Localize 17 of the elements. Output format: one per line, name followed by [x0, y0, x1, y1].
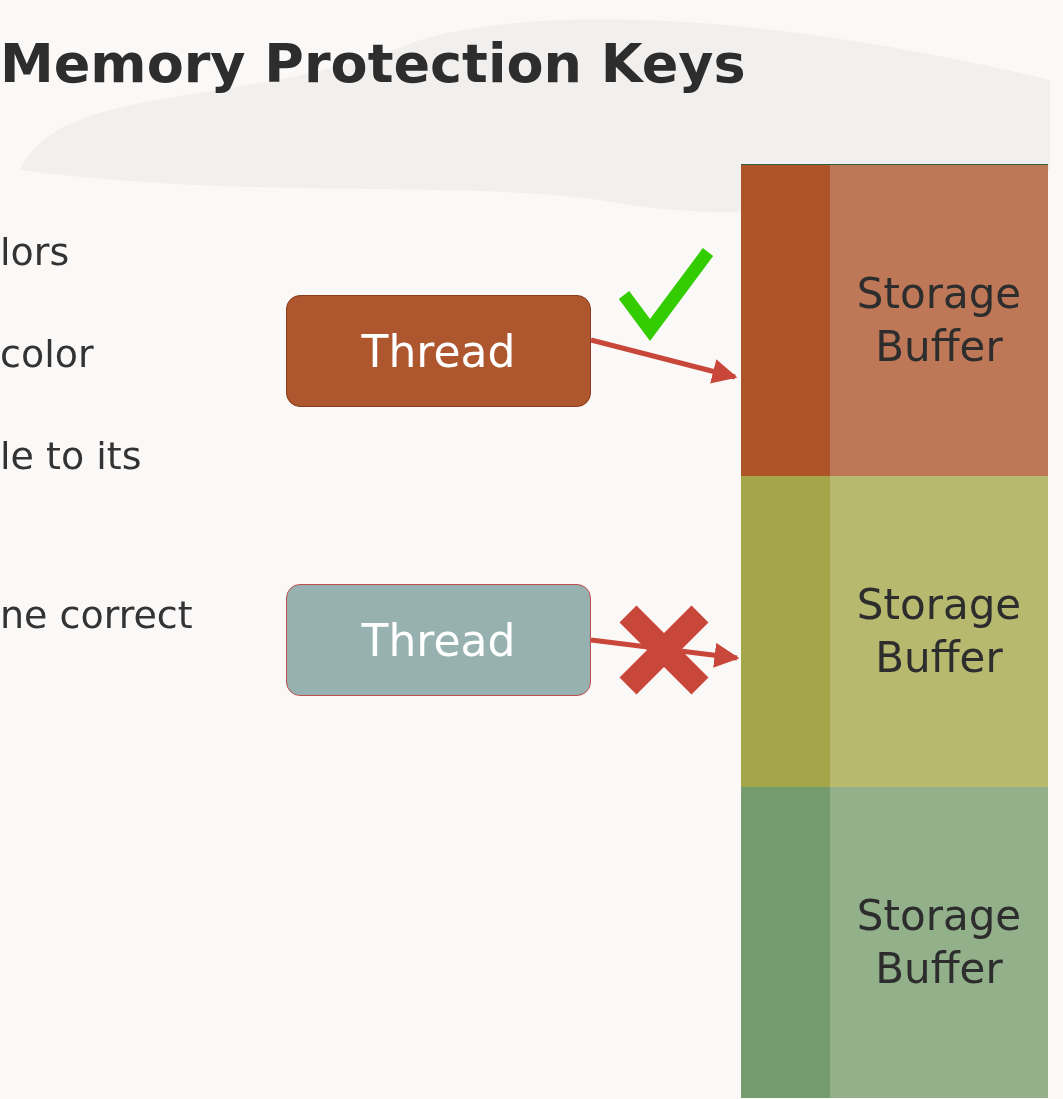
storage-buffer-block: [741, 165, 1048, 476]
storage-buffer-block: [741, 476, 1048, 787]
bullet-text: color: [0, 332, 94, 376]
thread-label: Thread: [361, 613, 516, 668]
arrow: [590, 637, 740, 668]
bullet-text: le to its: [0, 434, 142, 478]
bullet-text: lors: [0, 230, 70, 274]
slide-title: Memory Protection Keys: [0, 32, 746, 95]
buffer-label: Storage Buffer: [855, 579, 1023, 684]
arrow: [590, 337, 738, 384]
buffer-label: Storage Buffer: [855, 268, 1023, 373]
thread-box: [286, 295, 591, 407]
storage-buffer-block: [741, 787, 1048, 1098]
thread-box: [286, 584, 591, 696]
bullet-text: ne correct: [0, 593, 193, 637]
buffer-label: Storage Buffer: [855, 890, 1023, 995]
thread-label: Thread: [361, 324, 516, 379]
